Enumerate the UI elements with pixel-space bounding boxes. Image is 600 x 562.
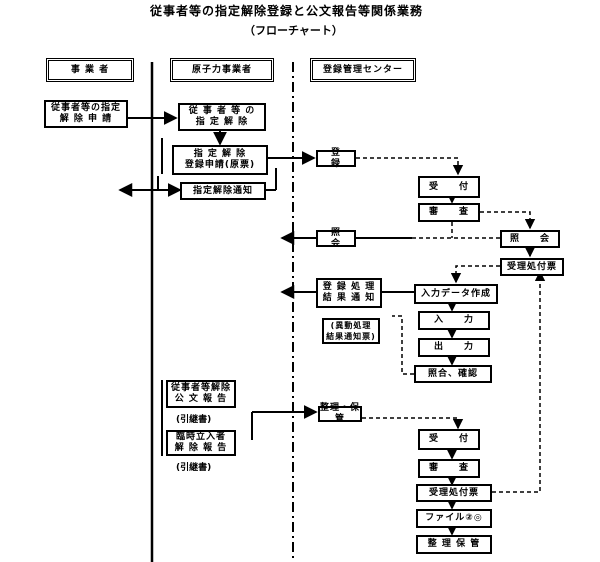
node-apply-label: 従事者等の指定 解 除 申 請 (50, 103, 121, 124)
node-shutsuryoku: 出 力 (418, 338, 490, 357)
node-touroku-label: 登 録 (330, 147, 362, 169)
node-designation: 従 事 者 等 の 指 定 解 除 (178, 103, 266, 131)
node-report: 従事者等解除 公 文 報 告 (166, 380, 236, 408)
node-apply: 従事者等の指定 解 除 申 請 (44, 100, 128, 128)
node-receipt-slip-label: 受理処付票 (506, 261, 557, 272)
node-temp-report-note: (引継書) (176, 463, 212, 473)
node-storage-label: 整 理 保 管 (427, 539, 481, 549)
column-header-nuclear: 原子力事業者 (170, 58, 274, 82)
node-check: 照合、確認 (414, 365, 492, 383)
node-receipt-slip2: 受理処付票 (416, 484, 492, 502)
node-shokai-left-label: 照 会 (330, 227, 362, 249)
node-shinsa2: 審 査 (418, 459, 480, 478)
node-uketsuke2: 受 付 (418, 429, 480, 450)
node-shinsa2-label: 審 査 (428, 463, 469, 473)
node-file-label: ファイル②◎ (425, 513, 483, 523)
column-header-nuclear-label: 原子力事業者 (191, 64, 252, 75)
node-shokai-right-label: 照 会 (509, 233, 550, 244)
node-result-notice-sheet: (異動処理 結果通知票) (322, 318, 380, 344)
node-register-apply-label: 指 定 解 除 登録申請(原票) (184, 149, 256, 170)
node-arrange: 整理・保管 (318, 403, 362, 424)
column-header-operator: 事 業 者 (46, 58, 134, 82)
node-data-create-label: 入力データ作成 (420, 288, 491, 299)
node-notice-label: 指定解除通知 (192, 185, 253, 196)
column-header-center: 登録管理センター (310, 58, 416, 82)
node-receipt-slip2-label: 受理処付票 (428, 487, 479, 498)
node-register-apply: 指 定 解 除 登録申請(原票) (172, 145, 268, 175)
node-uketsuke-label: 受 付 (428, 181, 469, 192)
node-result-notice-label: 登 録 処 理 結 果 通 知 (322, 282, 376, 303)
node-check-label: 照合、確認 (427, 368, 478, 379)
node-shutsuryoku-label: 出 力 (433, 342, 474, 352)
node-uketsuke: 受 付 (418, 176, 480, 198)
node-nyuryoku: 入 力 (418, 311, 490, 330)
node-temp-report-label: 臨時立入者 解 除 報 告 (174, 432, 228, 453)
node-data-create: 入力データ作成 (414, 284, 498, 304)
node-receipt-slip: 受理処付票 (500, 258, 564, 276)
node-shinsa-label: 審 査 (428, 207, 469, 217)
column-header-operator-label: 事 業 者 (70, 64, 110, 75)
node-report-note: (引継書) (176, 415, 212, 425)
node-result-notice: 登 録 処 理 結 果 通 知 (316, 278, 382, 308)
page-subtitle: （フローチャート） (244, 24, 343, 37)
page-title: 従事者等の指定解除登録と公文報告等関係業務 (150, 4, 424, 18)
node-report-label: 従事者等解除 公 文 報 告 (170, 383, 231, 404)
node-result-notice-sheet-label: (異動処理 結果通知票) (326, 321, 376, 341)
node-shinsa: 審 査 (418, 203, 480, 222)
node-storage: 整 理 保 管 (416, 535, 492, 554)
node-temp-report: 臨時立入者 解 除 報 告 (166, 430, 236, 456)
node-nyuryoku-label: 入 力 (433, 315, 474, 325)
node-file: ファイル②◎ (416, 509, 492, 528)
node-shokai-right: 照 会 (500, 230, 560, 248)
node-arrange-label: 整理・保管 (320, 403, 361, 424)
node-notice: 指定解除通知 (180, 182, 266, 200)
node-shokai-left: 照 会 (316, 227, 362, 249)
node-uketsuke2-label: 受 付 (428, 434, 469, 444)
node-touroku: 登 録 (316, 147, 362, 169)
column-header-center-label: 登録管理センター (322, 64, 403, 75)
node-designation-label: 従 事 者 等 の 指 定 解 除 (188, 106, 256, 127)
